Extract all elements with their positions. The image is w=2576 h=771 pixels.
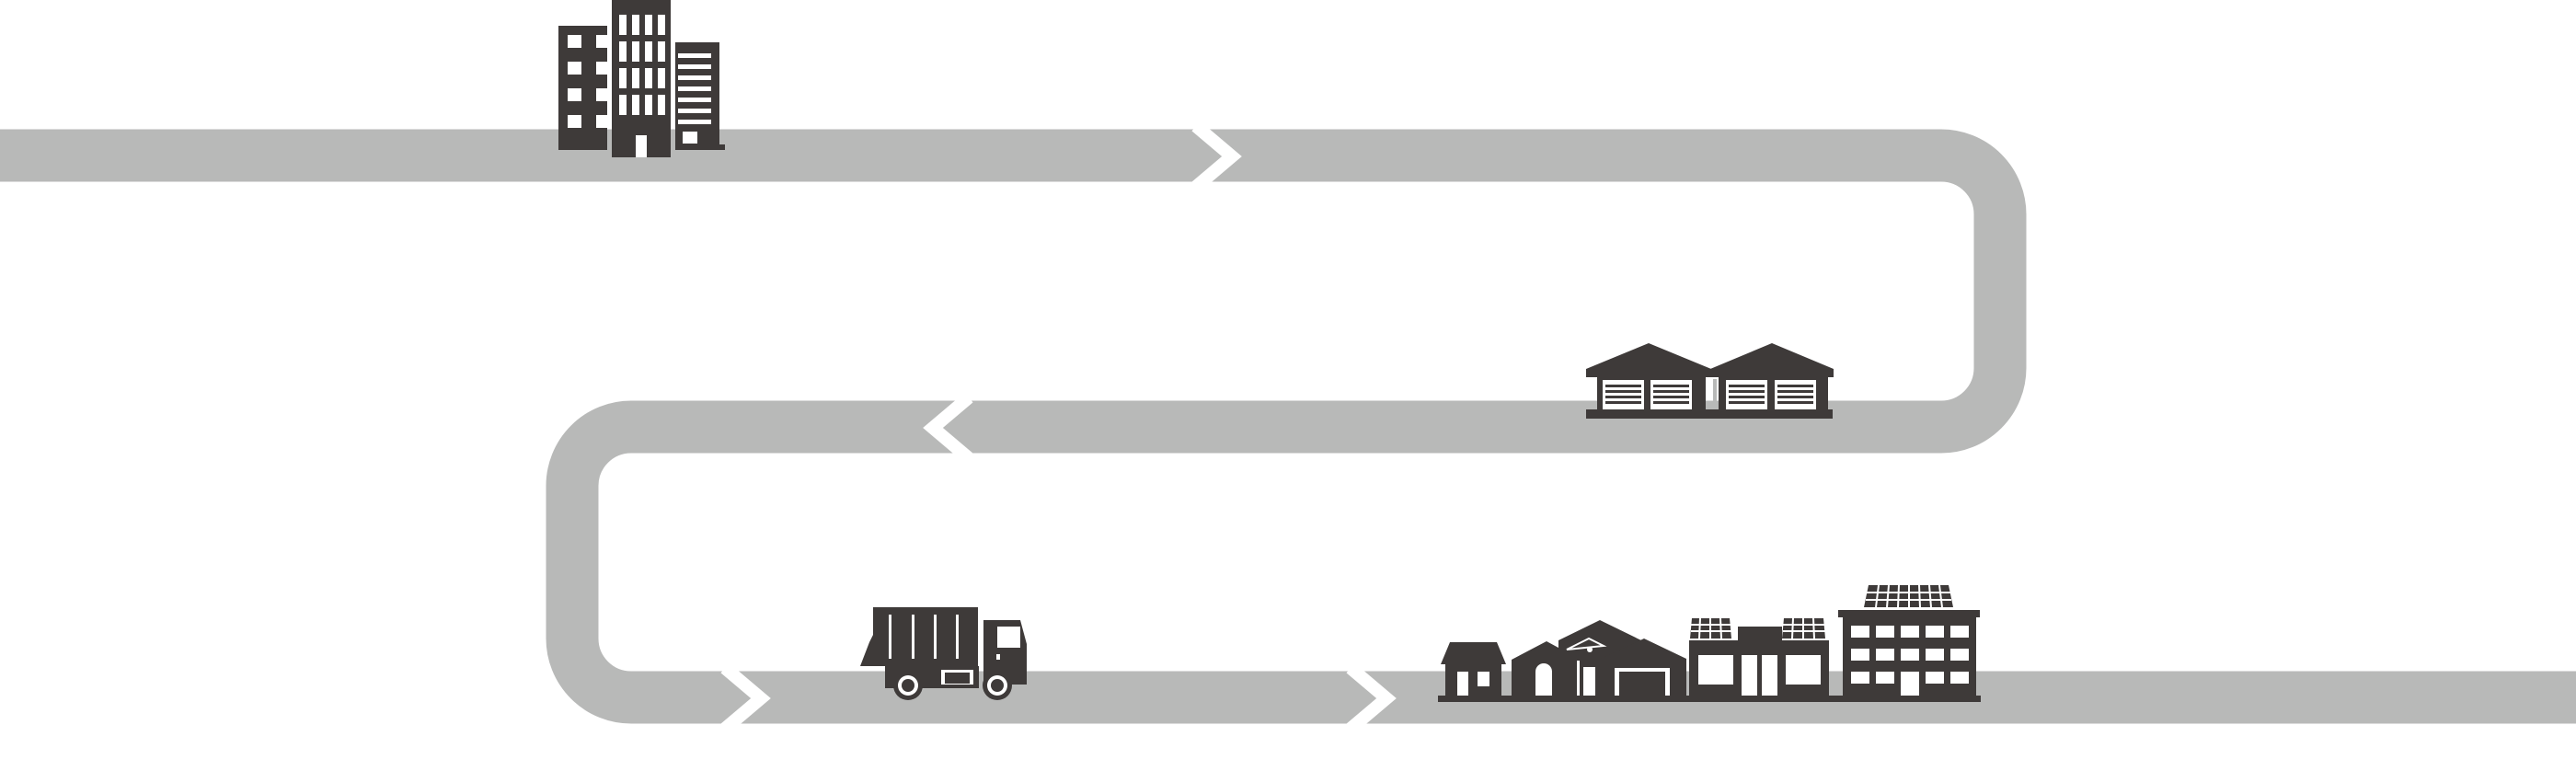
cargo-truck-icon xyxy=(860,607,1027,700)
office-buildings-icon xyxy=(558,0,725,157)
route-path xyxy=(0,129,2576,724)
warehouse-icon xyxy=(1586,343,1834,419)
flow-arrow-right-1 xyxy=(1191,121,1242,192)
houses-and-buildings-icon xyxy=(1438,584,1981,702)
flow-arrow-left xyxy=(923,392,973,464)
flow-arrow-right-2 xyxy=(720,662,771,734)
flow-arrow-right-3 xyxy=(1346,662,1397,734)
